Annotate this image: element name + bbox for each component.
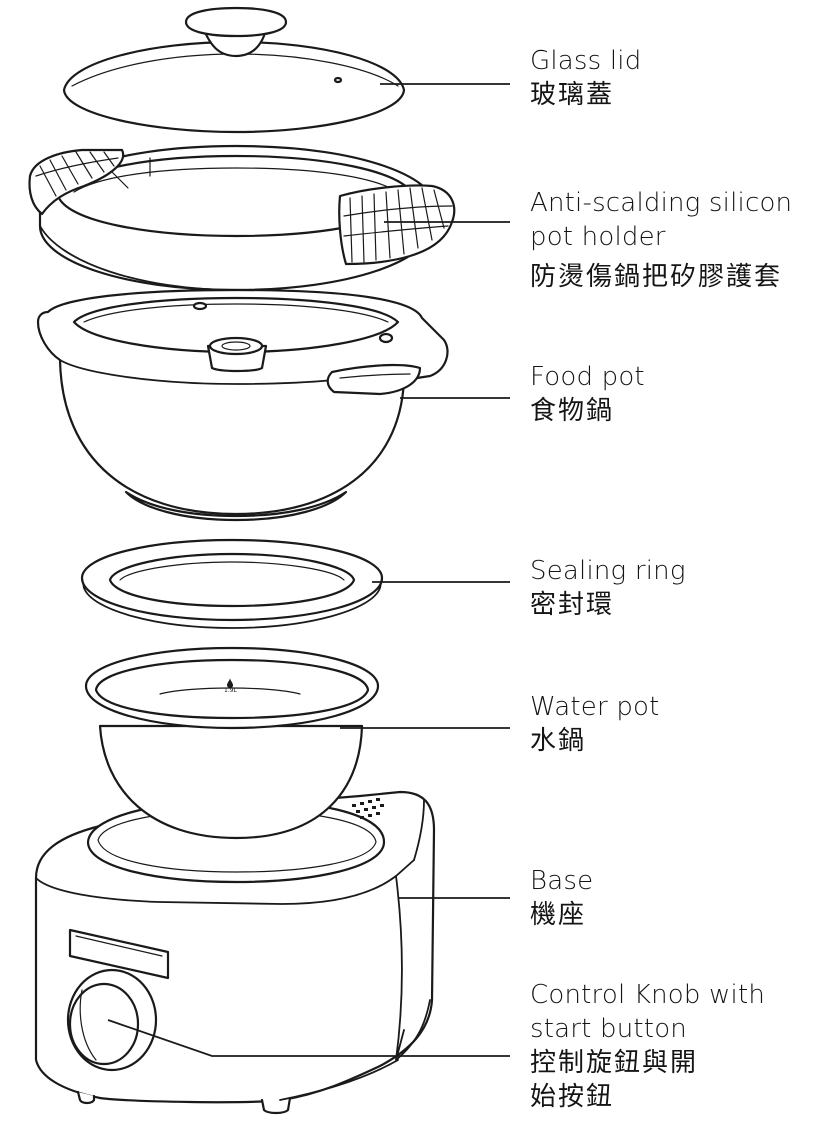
label-en: Food pot — [530, 362, 645, 392]
leader-control-knob — [107, 1019, 510, 1057]
label-cn: 機座 — [530, 900, 587, 930]
base-drawing — [34, 790, 436, 1115]
label-en: Water pot — [530, 692, 660, 722]
label-cn: 控制旋鈕與開始按鈕 — [530, 1048, 699, 1112]
label-cn: 密封環 — [530, 590, 615, 620]
label-en: Anti-scalding silicon pot holder — [530, 188, 793, 252]
label-en: Base — [530, 866, 594, 896]
label-cn: 食物鍋 — [530, 396, 615, 426]
pot-holder-drawing — [28, 144, 456, 292]
label-en: Glass lid — [530, 46, 642, 76]
water-pot-drawing: 1.9L — [84, 646, 380, 840]
label-food-pot: Food pot 食物鍋 — [530, 360, 830, 428]
label-control-knob: Control Knob with start button 控制旋鈕與開始按鈕 — [530, 978, 790, 1114]
glass-lid-drawing — [62, 6, 406, 134]
label-cn: 水鍋 — [530, 726, 587, 756]
label-cn: 防燙傷鍋把矽膠護套 — [530, 262, 783, 292]
water-level-marking: 1.9L — [224, 687, 238, 694]
label-en: Control Knob with start button — [530, 980, 766, 1044]
label-sealing-ring: Sealing ring 密封環 — [530, 554, 830, 622]
label-en: Sealing ring — [530, 556, 686, 586]
leader-lines — [107, 83, 510, 1057]
label-glass-lid: Glass lid 玻璃蓋 — [530, 44, 830, 112]
sealing-ring-drawing — [80, 538, 384, 629]
label-base: Base 機座 — [530, 864, 830, 932]
food-pot-drawing — [36, 288, 449, 522]
label-cn: 玻璃蓋 — [530, 80, 615, 110]
label-water-pot: Water pot 水鍋 — [530, 690, 830, 758]
label-pot-holder: Anti-scalding silicon pot holder 防燙傷鍋把矽膠… — [530, 186, 830, 294]
